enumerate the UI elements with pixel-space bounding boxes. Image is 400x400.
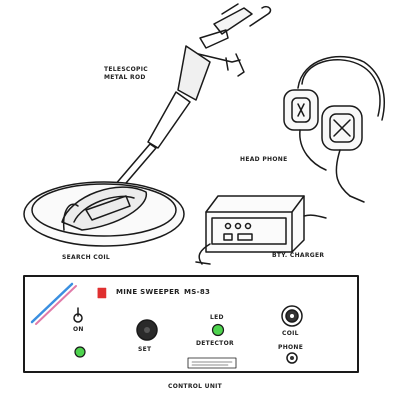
panel-model: MS-83 bbox=[184, 288, 211, 296]
control-unit bbox=[23, 275, 359, 373]
search-coil bbox=[23, 181, 185, 247]
battery-charger-label: BTY. CHARGER bbox=[272, 252, 325, 259]
coil-label: COIL bbox=[282, 330, 299, 337]
search-coil-label: SEARCH COIL bbox=[62, 254, 111, 261]
control-unit-label: CONTROL UNIT bbox=[168, 383, 223, 390]
detector-label: DETECTOR bbox=[196, 340, 234, 347]
set-knob-label: SET bbox=[138, 346, 152, 353]
telescopic-rod-label-line1: TELESCOPIC bbox=[104, 66, 148, 73]
head-phone-label: HEAD PHONE bbox=[240, 156, 288, 163]
battery-charger bbox=[195, 195, 327, 265]
on-switch-label: ON bbox=[73, 326, 84, 333]
panel-title: MINE SWEEPER bbox=[116, 288, 180, 296]
phone-label: PHONE bbox=[278, 344, 304, 351]
telescopic-rod-label-line2: METAL ROD bbox=[104, 74, 146, 81]
head-phones bbox=[283, 55, 385, 203]
led-label: LED bbox=[210, 314, 224, 321]
